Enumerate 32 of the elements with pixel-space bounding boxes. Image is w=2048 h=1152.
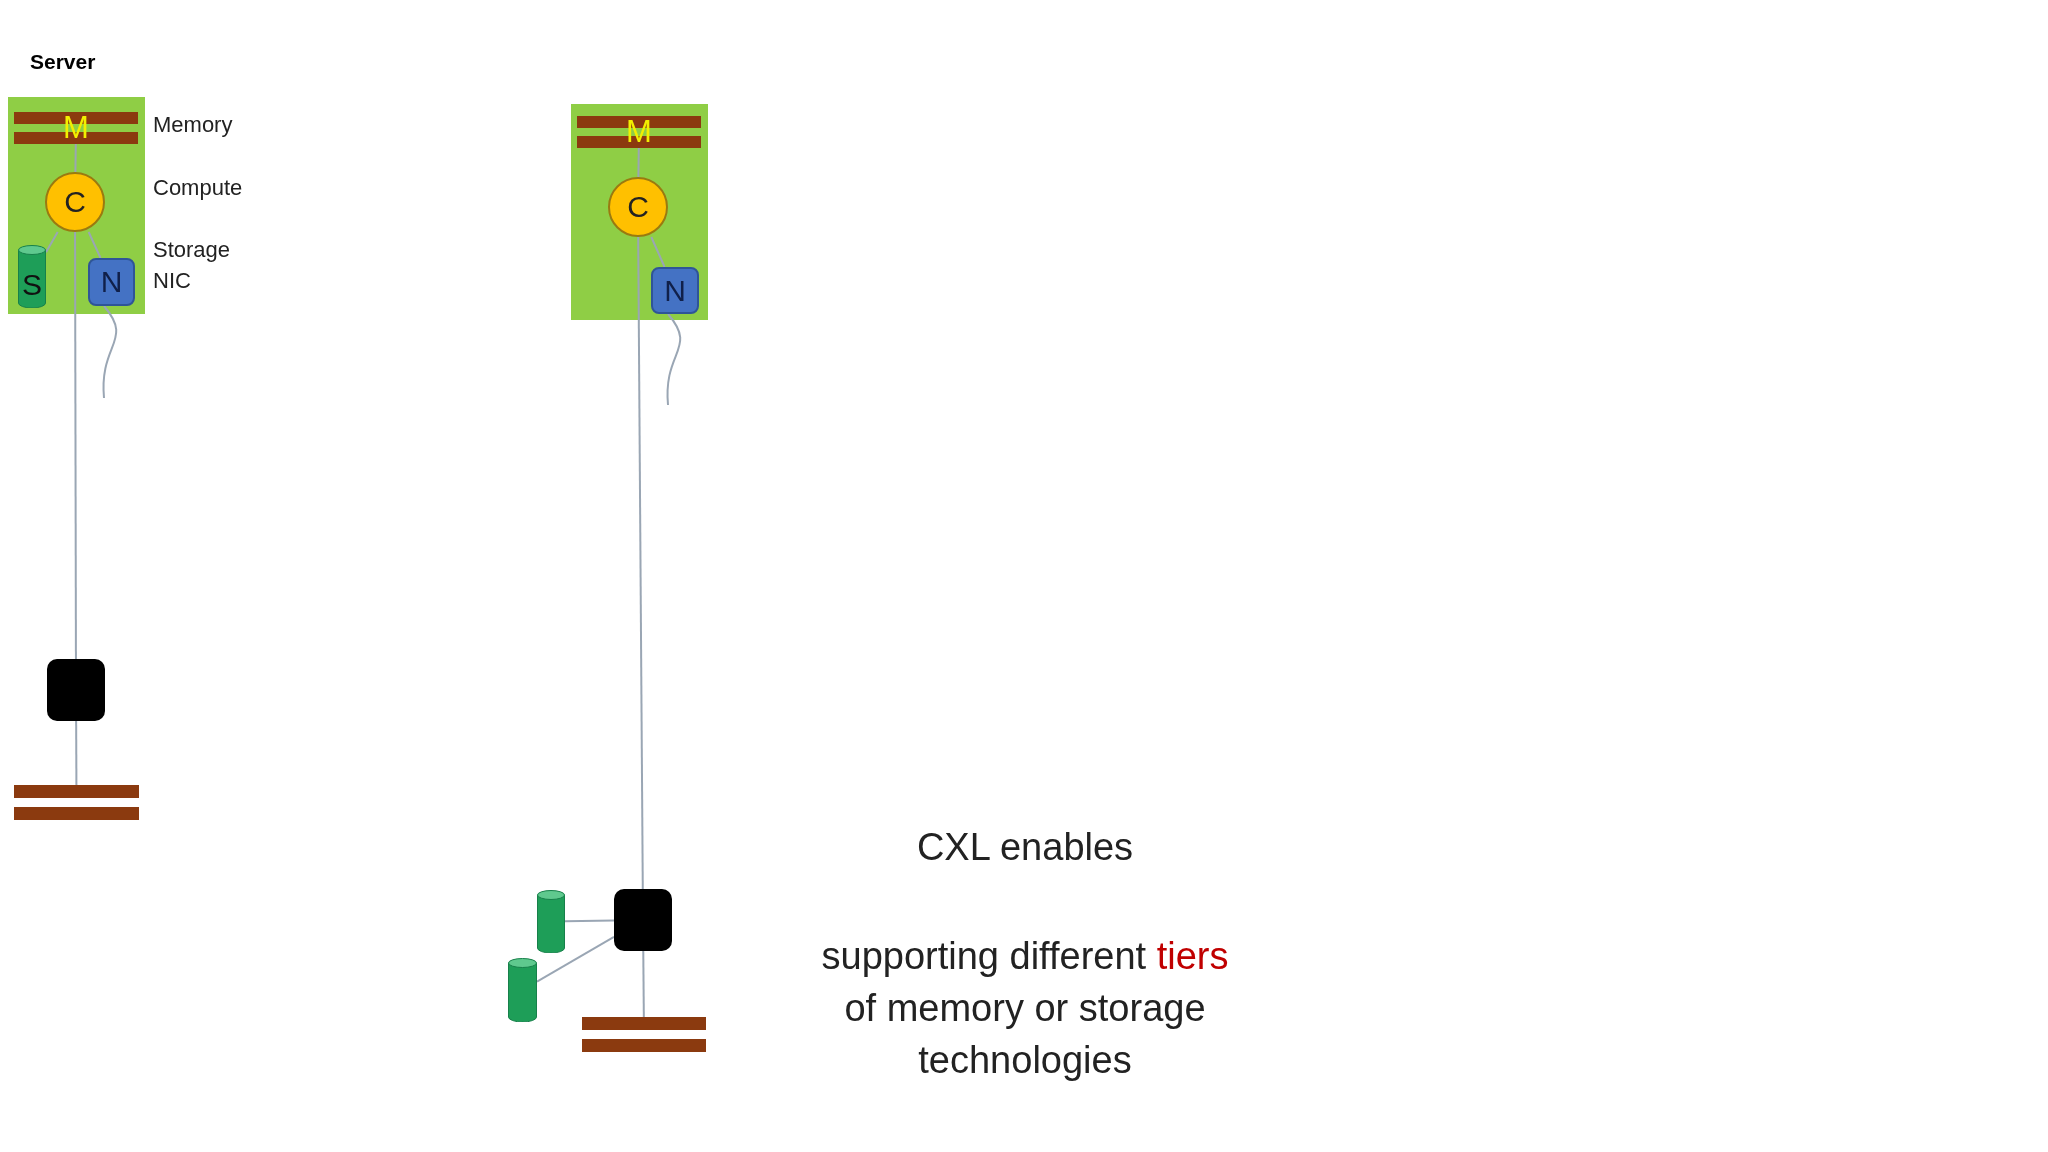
- connector-line: [74, 143, 77, 173]
- compute-circle: C: [45, 172, 105, 232]
- network-cable: [666, 313, 682, 406]
- connector-line: [650, 236, 666, 268]
- server-panel: [571, 104, 708, 320]
- nic-box: N: [651, 267, 699, 314]
- part-label: NIC: [153, 268, 191, 294]
- memory-module: [582, 1017, 706, 1052]
- connector-line: [536, 935, 615, 983]
- memory-module: [14, 785, 139, 820]
- connector-line: [642, 950, 645, 1018]
- compute-circle: C: [608, 177, 668, 237]
- switch-box: [614, 889, 672, 951]
- connector-line: [637, 147, 640, 178]
- part-label: Storage: [153, 237, 231, 263]
- nic-box: N: [88, 258, 135, 306]
- storage-letter: S: [22, 267, 42, 303]
- switch-box: [47, 659, 105, 721]
- part-label: Compute: [153, 175, 243, 201]
- connector-line: [564, 919, 615, 923]
- connector-line: [75, 720, 78, 786]
- storage-cylinder: [508, 958, 537, 1022]
- note-text: supporting different tiers of memory or storage technologies: [820, 934, 1230, 1083]
- storage-cylinder: [537, 890, 565, 953]
- note-heading: CXL enables: [915, 826, 1135, 869]
- connector-line: [87, 231, 102, 259]
- server-heading: Server: [30, 50, 96, 74]
- connector-line: [45, 231, 59, 254]
- connector-line: [637, 236, 644, 890]
- connector-line: [74, 231, 77, 660]
- part-label: Memory: [153, 112, 233, 138]
- network-cable: [102, 305, 118, 399]
